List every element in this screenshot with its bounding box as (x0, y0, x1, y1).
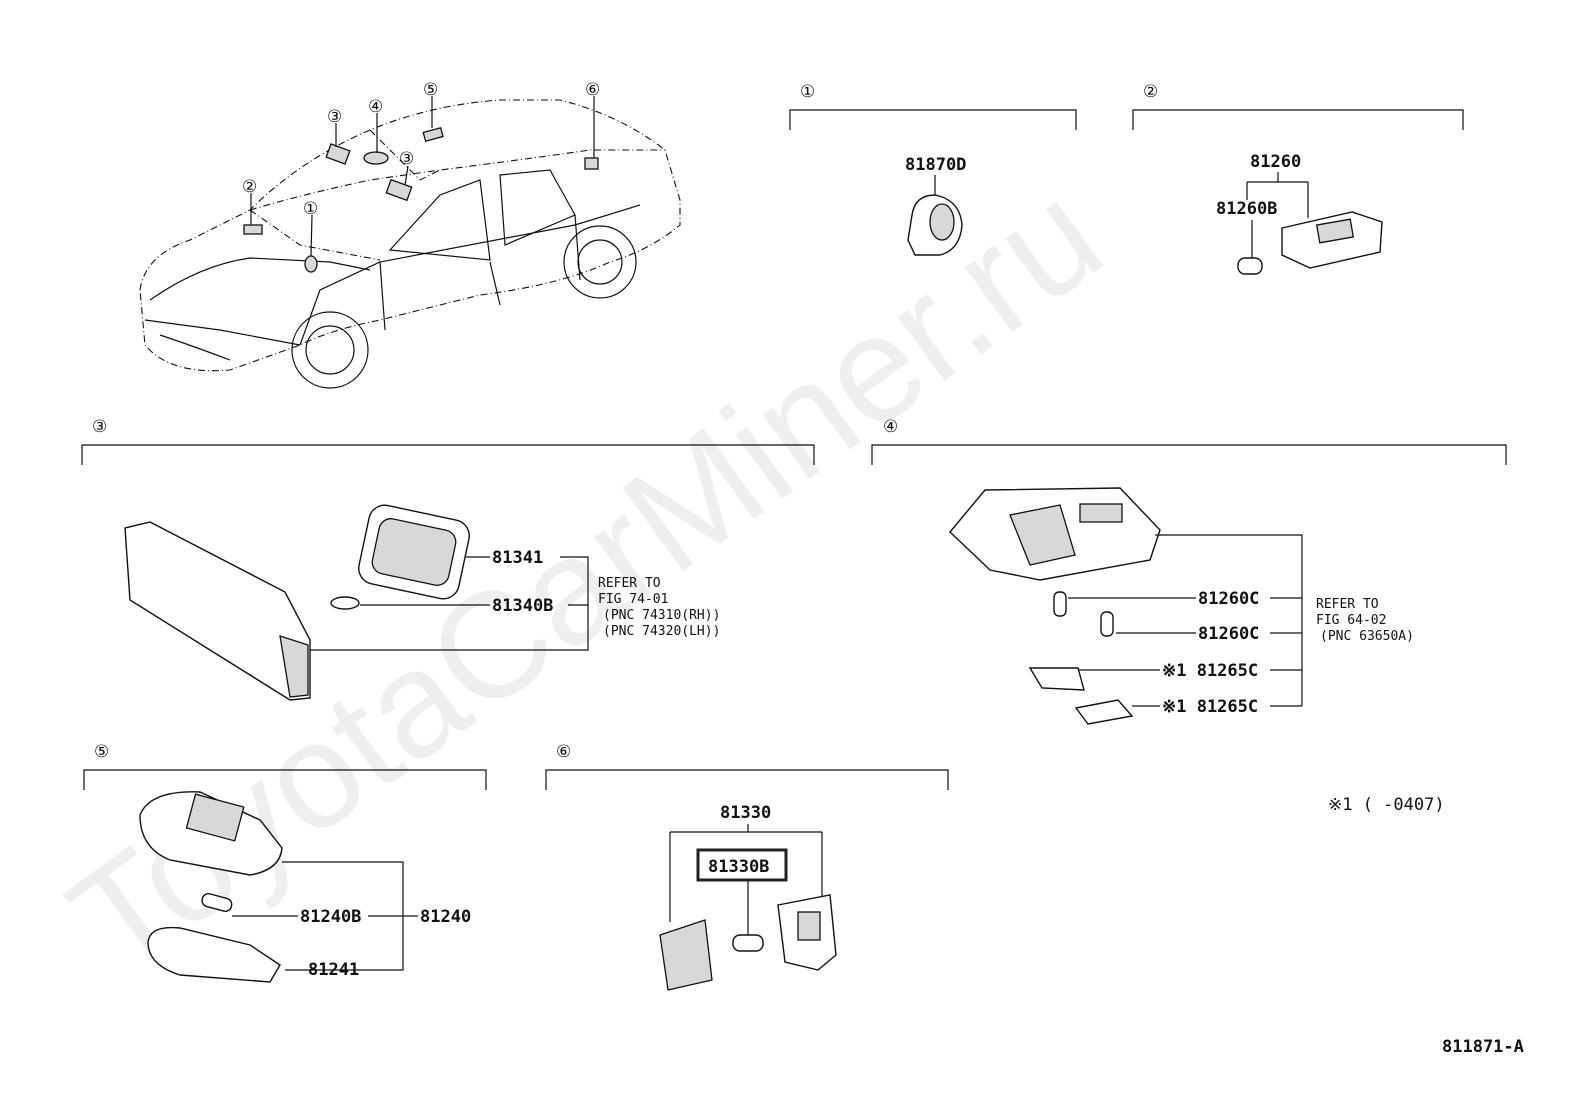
part-81260-label: 81260 (1250, 152, 1301, 172)
part-81260B-bulb-icon (1237, 257, 1263, 275)
lamp-position-5 (422, 127, 444, 142)
section-6-label: ⑥ (556, 742, 571, 762)
footnote: ※1 ( -0407) (1328, 795, 1445, 815)
car-windshield (249, 129, 441, 261)
section-3-leaders (310, 556, 589, 651)
part-81330B-highlight (696, 848, 788, 882)
car-side-windows (388, 169, 576, 261)
part-81330-grille-icon (659, 919, 713, 991)
section-4-bracket (871, 444, 1507, 465)
map-lamp-lens-left-icon (1009, 504, 1076, 566)
figure-id: 811871-A (1442, 1037, 1524, 1057)
car-callout-5: ⑤ (423, 80, 438, 100)
section-4-leaders (1068, 534, 1303, 707)
section-5: ⑤ 81240B 81240 81241 (83, 742, 487, 983)
rear-wheel-icon (563, 225, 637, 299)
part-81870D-socket-ring-icon (929, 203, 955, 241)
part-81330-label: 81330 (720, 803, 771, 823)
section-3-bracket (81, 444, 815, 465)
section-4: ④ 81260C 81260C ※1 81265C ※1 81265C REFE… (871, 417, 1507, 725)
part-81265C-label-1: ※1 81265C (1162, 661, 1258, 681)
section-5-leaders (232, 861, 418, 971)
part-81341-mirror-glass-icon (371, 518, 457, 586)
section-4-refer-1: REFER TO (1316, 597, 1379, 612)
section-3: ③ 81341 81340B REFER TO FIG 74-01 (PNC 7… (81, 417, 815, 701)
car-callout-1: ① (303, 199, 318, 219)
lamp-position-2 (243, 224, 263, 235)
part-81265C-label-2: ※1 81265C (1162, 697, 1258, 717)
section-3-refer-3: (PNC 74310(RH)) (603, 608, 720, 623)
part-81240-lamp-detail-icon (185, 793, 245, 842)
car-callout-3a: ③ (327, 107, 342, 127)
car-hood (144, 257, 371, 361)
lamp-position-3b (385, 178, 413, 202)
part-81241-label: 81241 (308, 960, 359, 980)
part-81260C-label-2: 81260C (1198, 624, 1259, 644)
car-roof-outline (249, 149, 665, 211)
part-81260C-bulb-1-icon (1053, 591, 1067, 617)
section-2-label: ② (1143, 82, 1158, 102)
part-81241-lens-icon (147, 926, 281, 983)
car-callout-4: ④ (368, 97, 383, 117)
part-81260C-bulb-2-icon (1100, 611, 1114, 637)
part-81240B-label: 81240B (300, 907, 361, 927)
car-overview: ③ ④ ⑤ ⑥ ③ ② ① (139, 80, 681, 389)
car-callout-3b: ③ (399, 149, 414, 169)
section-2: ② 81260 81260B (1132, 82, 1464, 275)
car-callout-6: ⑥ (585, 80, 600, 100)
part-81340B-bulb-icon (330, 596, 360, 610)
part-81260-bracket (1246, 172, 1309, 218)
map-lamp-switch-icon (1079, 503, 1123, 523)
part-81260B-label: 81260B (1216, 199, 1277, 219)
section-6-leaders (669, 824, 823, 935)
part-81240B-bulb-icon (201, 892, 233, 912)
part-81340B-label: 81340B (492, 596, 553, 616)
lamp-position-1 (304, 255, 318, 273)
section-4-refer-2: FIG 64-02 (1316, 613, 1386, 628)
car-callout-2: ② (242, 177, 257, 197)
section-6: ⑥ 81330 81330B (545, 742, 949, 991)
part-81330-socket-detail-icon (797, 911, 821, 941)
part-81260C-label-1: 81260C (1198, 589, 1259, 609)
section-4-label: ④ (883, 417, 898, 437)
section-3-label: ③ (92, 417, 107, 437)
sun-visor-edge-icon (279, 635, 309, 698)
part-81265C-lens-1-icon (1028, 667, 1085, 691)
part-81260-lens-icon (1315, 218, 1355, 244)
section-6-bracket (545, 769, 949, 790)
section-3-refer-4: (PNC 74320(LH)) (603, 624, 720, 639)
part-81240-label: 81240 (420, 907, 471, 927)
lamp-position-3a (325, 143, 351, 165)
section-2-bracket (1132, 109, 1464, 130)
part-81341-label: 81341 (492, 548, 543, 568)
lamp-position-6 (584, 157, 599, 170)
section-4-refer-3: (PNC 63650A) (1320, 629, 1414, 644)
car-door-lines (299, 204, 641, 346)
section-3-refer-2: FIG 74-01 (598, 592, 668, 607)
section-3-refer-1: REFER TO (598, 576, 661, 591)
sun-visor-icon (124, 521, 311, 701)
lamp-position-4 (363, 151, 389, 165)
part-81330B-label: 81330B (708, 857, 769, 877)
section-5-label: ⑤ (94, 742, 109, 762)
section-1: ① 81870D (789, 82, 1077, 256)
rear-wheel-hub-icon (577, 239, 623, 285)
section-1-label: ① (800, 82, 815, 102)
section-5-bracket (83, 769, 487, 790)
front-wheel-hub-icon (305, 325, 355, 375)
car-body-outline (139, 99, 681, 372)
front-wheel-icon (291, 311, 369, 389)
part-81870D-label: 81870D (905, 155, 966, 175)
car-callout-leaders (250, 96, 595, 257)
section-1-bracket (789, 109, 1077, 130)
part-81265C-lens-2-icon (1074, 699, 1134, 725)
part-81330B-bulb-icon (732, 934, 764, 952)
